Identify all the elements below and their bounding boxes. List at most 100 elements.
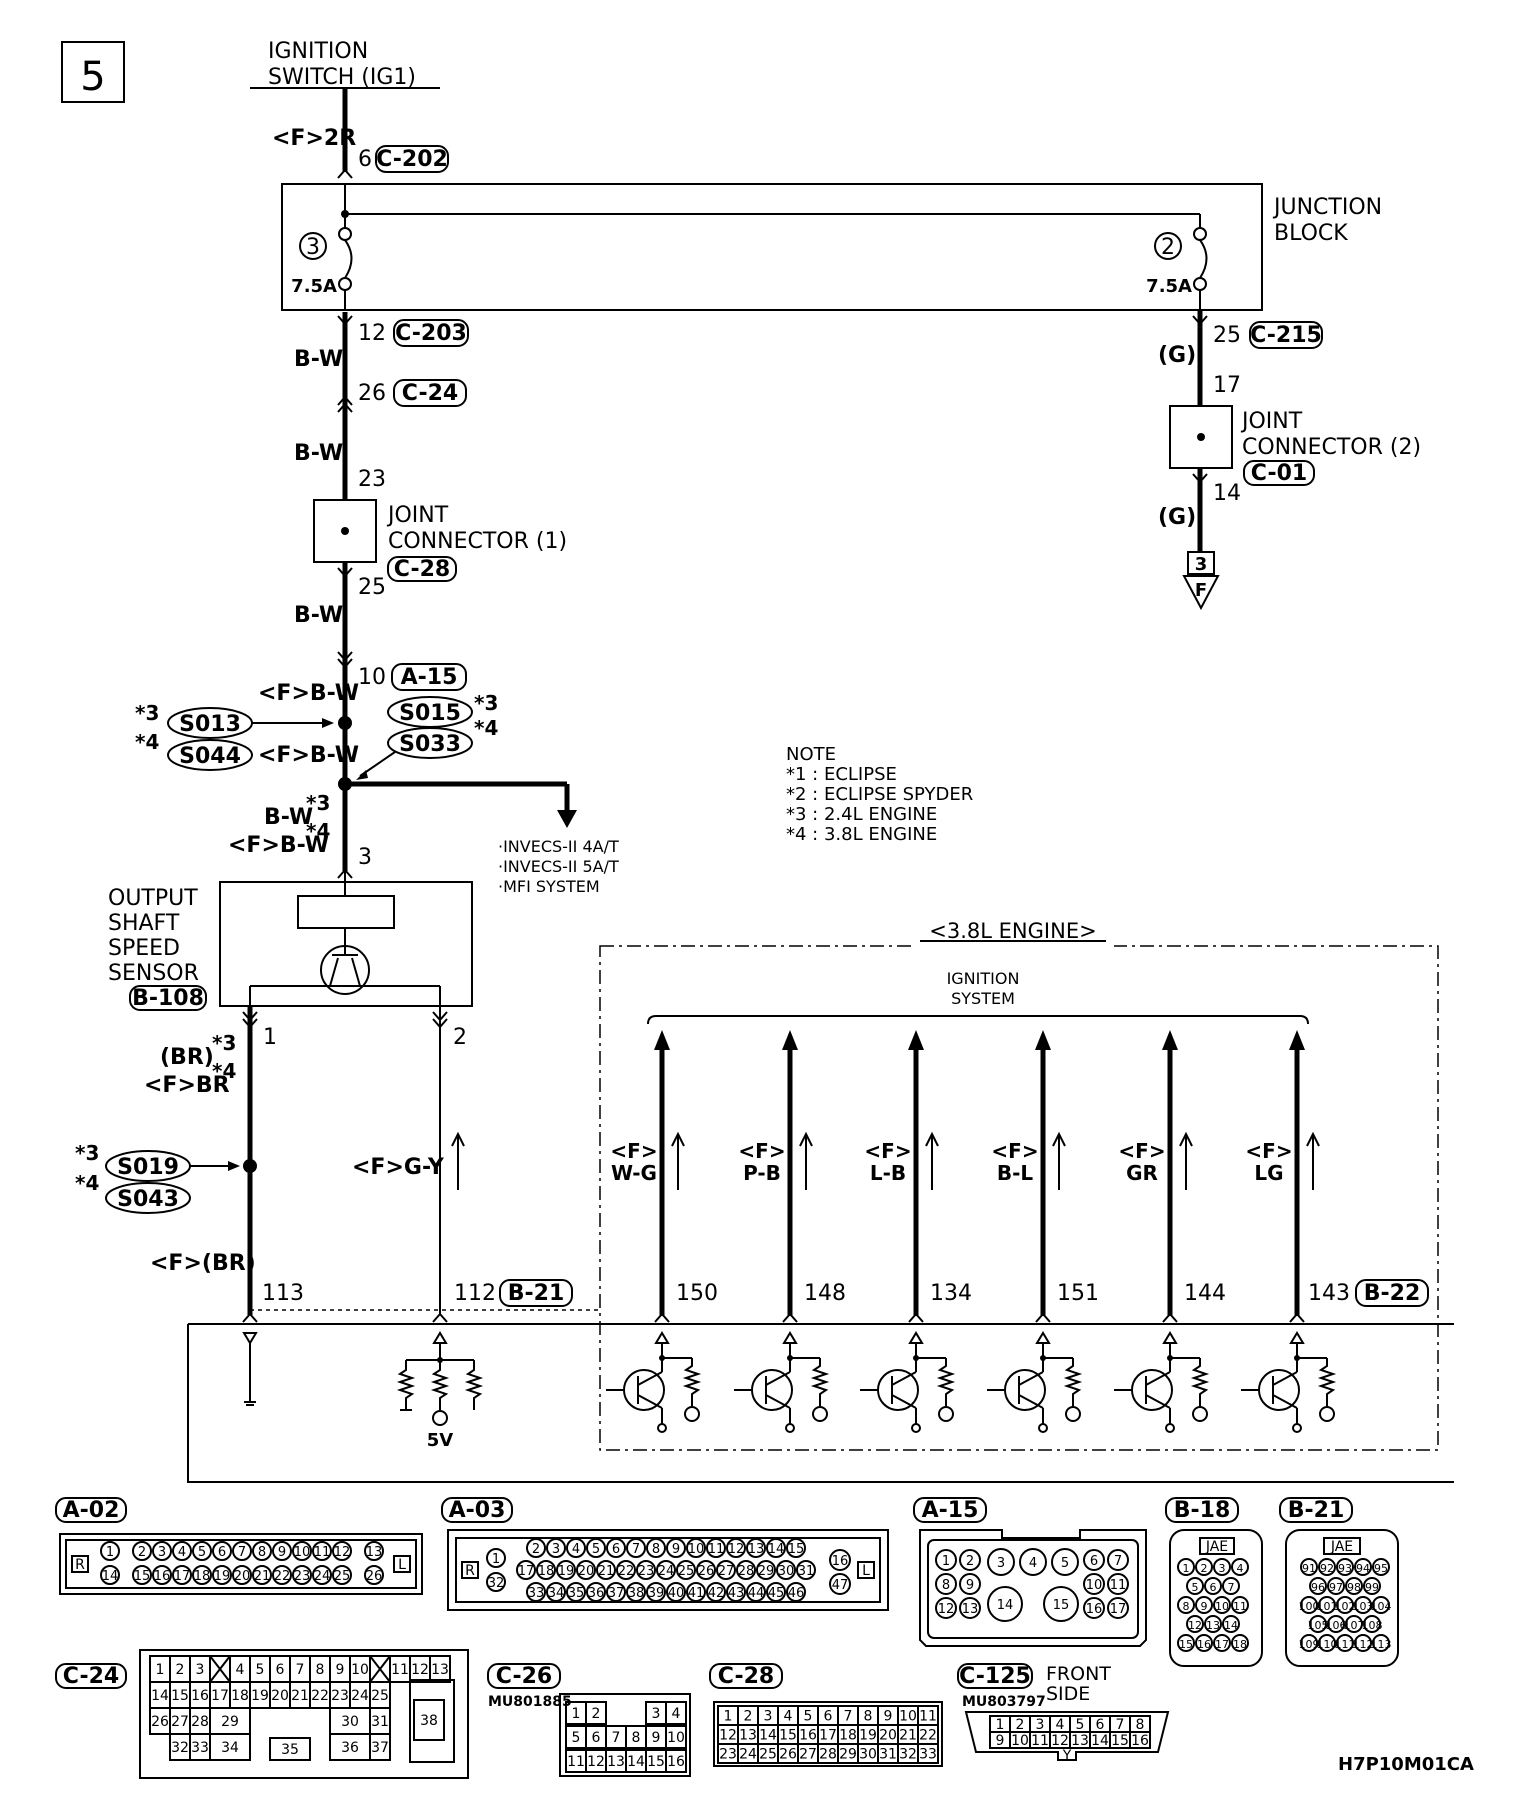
wire-label-fbw-1: <F>B-W <box>258 681 359 706</box>
c24-pin-10: 10 <box>351 1662 369 1678</box>
star-3-s019: *3 <box>75 1141 99 1165</box>
b21-pin-107: 107 <box>1344 1619 1365 1632</box>
c24-pin-34: 34 <box>221 1740 239 1756</box>
b18-pin-17: 17 <box>1215 1638 1229 1651</box>
c125-pin-1: 1 <box>996 1717 1005 1733</box>
c26-pin-15: 15 <box>647 1754 665 1770</box>
a03-pin-30: 30 <box>778 1564 795 1579</box>
c125-pin-7: 7 <box>1116 1717 1125 1733</box>
a03-pin-42: 42 <box>708 1586 725 1601</box>
junction-block-label-2: BLOCK <box>1274 221 1348 246</box>
c125-pin-16: 16 <box>1131 1733 1149 1749</box>
a03-pin-16: 16 <box>832 1554 849 1569</box>
c24-pin-11: 11 <box>391 1662 409 1678</box>
pin-2: 2 <box>453 1025 467 1050</box>
wire-label-br: (BR) <box>160 1045 214 1070</box>
c28-pin-32: 32 <box>899 1747 917 1763</box>
star-3-bw: *3 <box>306 791 330 815</box>
drawing-id: H7P10M01CA <box>1338 1754 1474 1775</box>
ignition-wire-color-134: L-B <box>870 1161 906 1185</box>
b21-pin-104: 104 <box>1371 1600 1392 1613</box>
a03-pin-27: 27 <box>718 1564 735 1579</box>
junction-block-label-1: JUNCTION <box>1272 195 1382 220</box>
b21-pin-94: 94 <box>1356 1562 1370 1575</box>
b21-pin-99: 99 <box>1365 1581 1379 1594</box>
star-4-br: *4 <box>212 1059 236 1083</box>
ignition-transistor-151 <box>987 1331 1083 1433</box>
c24-pin-37: 37 <box>371 1740 389 1756</box>
engine-38-label: <3.8L ENGINE> <box>929 919 1096 943</box>
c24-pin-27: 27 <box>171 1714 189 1730</box>
ground-symbol-113 <box>242 1332 258 1406</box>
c24-pin-32: 32 <box>171 1740 189 1756</box>
b21-pin-111: 111 <box>1335 1638 1356 1651</box>
b21-pin-110: 110 <box>1317 1638 1338 1651</box>
ignition-transistors <box>606 1331 1337 1433</box>
c28-pin-7: 7 <box>844 1709 853 1725</box>
c28-pin-20: 20 <box>879 1728 897 1744</box>
c28-pin-8: 8 <box>864 1709 873 1725</box>
a03-pin-28: 28 <box>738 1564 755 1579</box>
c24-pin-16: 16 <box>191 1688 209 1704</box>
a02-pin-10: 10 <box>294 1545 311 1560</box>
ignition-wire-f-143: <F> <box>1245 1139 1292 1163</box>
a15-pin-5: 5 <box>1061 1556 1069 1571</box>
c24-pin-6: 6 <box>276 1662 285 1678</box>
joint-connector-2-label-1: JOINT <box>1240 409 1303 434</box>
a02-pin-1: 1 <box>106 1545 114 1560</box>
b21-pin-112: 112 <box>1353 1638 1374 1651</box>
ignition-pin-mark-148 <box>782 1312 798 1323</box>
a15-pin-17: 17 <box>1110 1602 1127 1617</box>
splice-s015: S015 <box>399 701 461 726</box>
a03-pin-24: 24 <box>658 1564 675 1579</box>
ignition-arrow-151 <box>1035 1030 1051 1050</box>
c24-pin-9: 9 <box>336 1662 345 1678</box>
note-title: NOTE <box>786 744 836 765</box>
joint-connector-1-label-1: JOINT <box>386 503 449 528</box>
c24-pin-26: 26 <box>151 1714 169 1730</box>
ignition-pin-144: 144 <box>1184 1281 1226 1306</box>
connector-view-c24-label: C-24 <box>63 1664 119 1689</box>
pin-113: 113 <box>262 1281 304 1306</box>
branch-dest-3: ·MFI SYSTEM <box>498 877 600 896</box>
a03-pin-46: 46 <box>788 1586 805 1601</box>
a03-pin-43: 43 <box>728 1586 745 1601</box>
a02-pin-23: 23 <box>294 1569 311 1584</box>
branch-dest-2: ·INVECS-II 5A/T <box>498 857 619 876</box>
ignition-transistor-148 <box>734 1331 830 1433</box>
a03-l: L <box>862 1563 870 1579</box>
fuse-rating-2: 7.5A <box>1146 276 1192 297</box>
connector-view-b21-label: B-21 <box>1288 1498 1345 1523</box>
joint-connector-1-label-2: CONNECTOR (1) <box>388 529 567 554</box>
a02-pin-11: 11 <box>314 1545 331 1560</box>
connector-c215: C-215 <box>1250 323 1322 348</box>
b18-pin-5: 5 <box>1192 1581 1199 1594</box>
a03-pin-11: 11 <box>708 1542 725 1557</box>
c28-pin-15: 15 <box>779 1728 797 1744</box>
a15-pin-2: 2 <box>966 1554 974 1569</box>
c28-pin-17: 17 <box>819 1728 837 1744</box>
note-item-3: *3 : 2.4L ENGINE <box>786 804 937 825</box>
b18-pin-16: 16 <box>1197 1638 1211 1651</box>
b21-pin-97: 97 <box>1329 1581 1343 1594</box>
a02-pin-20: 20 <box>234 1569 251 1584</box>
c125-part-number: MU803797 <box>962 1694 1046 1710</box>
a03-pin-9: 9 <box>672 1542 680 1557</box>
pin-112: 112 <box>454 1281 496 1306</box>
fuse-rating-3: 7.5A <box>291 276 337 297</box>
c125-pin-14: 14 <box>1091 1733 1109 1749</box>
a03-pin-32: 32 <box>488 1576 505 1591</box>
a03-pin-35: 35 <box>568 1586 585 1601</box>
a03-pin-41: 41 <box>688 1586 705 1601</box>
c28-pin-5: 5 <box>804 1709 813 1725</box>
wire-label-fbr: <F>BR <box>144 1073 230 1098</box>
c24-pin-1: 1 <box>156 1662 165 1678</box>
c24-pin-8: 8 <box>316 1662 325 1678</box>
connector-c28: C-28 <box>394 557 450 582</box>
splice-s044: S044 <box>179 744 241 769</box>
c26-pin-4: 4 <box>672 1706 681 1722</box>
a03-pin-14: 14 <box>768 1542 785 1557</box>
a15-pin-1: 1 <box>942 1554 950 1569</box>
ignition-transistor-144 <box>1114 1331 1210 1433</box>
